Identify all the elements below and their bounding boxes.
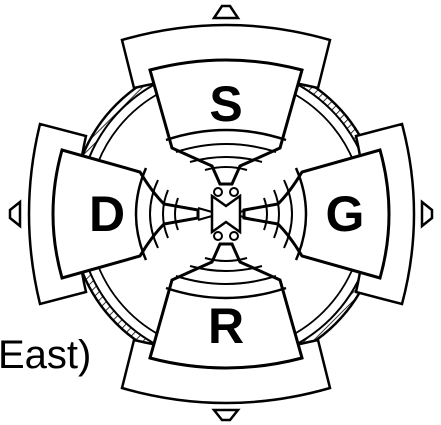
bell-letter-top: S: [209, 76, 242, 132]
caption-partial: East): [0, 333, 91, 377]
bell-letter-left: D: [89, 186, 125, 242]
bell-letter-bottom: R: [208, 298, 244, 354]
bell-letter-right: G: [326, 186, 365, 242]
